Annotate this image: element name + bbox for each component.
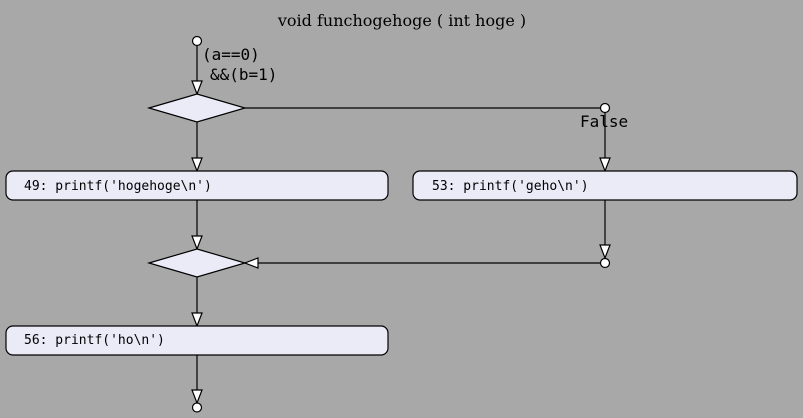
function-title: void funchogehoge ( int hoge ) [277,11,526,30]
arrow-to-junction [599,244,611,260]
decision-diamond [146,93,248,123]
arrow-to-stmt56 [191,312,203,328]
merge-diamond [146,248,248,278]
arrow-into-merge-left [243,257,259,269]
false-label: False [580,112,628,131]
end-terminal [191,402,203,413]
statement-text-49: 49: printf('hogehoge\n') [24,179,212,194]
start-terminal [191,35,203,47]
arrow-to-stmt53 [599,157,611,173]
condition-line-2: &&(b=1) [210,65,277,84]
arrow-to-merge [191,235,203,251]
merge-junction-point [599,257,611,269]
arrow-to-stmt49 [191,157,203,173]
statement-text-53: 53: printf('geho\n') [432,179,589,194]
statement-text-56: 56: printf('ho\n') [24,333,165,348]
arrow-to-decision [191,80,203,96]
condition-line-1: (a==0) [202,45,260,64]
arrow-to-end [191,389,203,405]
